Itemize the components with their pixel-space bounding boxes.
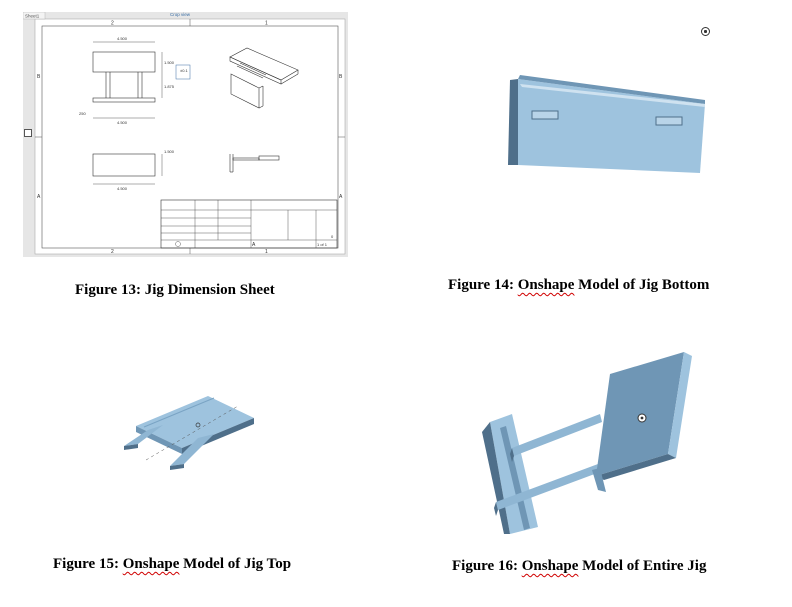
- caption-squiggle-word: Onshape: [521, 558, 579, 574]
- zone-row-a-left: A: [37, 194, 41, 200]
- figure-13-caption: Figure 13: Jig Dimension Sheet: [75, 282, 275, 299]
- dim-height-a: 1.500: [164, 60, 175, 65]
- figure-13-drawing: Sheet1 Crop view 2 1 2 1 B A B A: [22, 11, 348, 257]
- caption-rest: Model of Jig Bottom: [578, 277, 710, 293]
- caption-rest: Jig Dimension Sheet: [144, 282, 275, 298]
- dim-top-width: 4.500: [117, 36, 128, 41]
- zone-row-b-right: B: [339, 74, 343, 80]
- dim-bottom-width: 4.500: [117, 120, 128, 125]
- title-rev: 0: [331, 234, 334, 239]
- dim-height-b: 1.875: [164, 84, 175, 89]
- caption-rest: Model of Entire Jig: [582, 558, 707, 574]
- title-size: A: [252, 242, 256, 248]
- entire-jig-render: [482, 352, 692, 534]
- figure-15-caption: Figure 15: Onshape Model of Jig Top: [53, 556, 291, 573]
- figure-14-caption: Figure 14: Onshape Model of Jig Bottom: [448, 277, 709, 294]
- caption-squiggle-word: Onshape: [122, 556, 180, 572]
- dim-front-width: 4.500: [117, 186, 128, 191]
- title-sheet: 1 of 1: [317, 242, 328, 247]
- dim-tol-box: ±0.1: [180, 68, 189, 73]
- origin-marker-icon: [701, 27, 710, 36]
- caption-prefix: Figure 16:: [452, 558, 518, 574]
- figure-16-model: [470, 352, 700, 534]
- zone-col-1-bottom: 1: [265, 249, 268, 255]
- crop-view-label[interactable]: Crop view: [170, 12, 191, 17]
- zone-col-1-top: 1: [265, 21, 268, 27]
- figure-15-model: [118, 390, 268, 480]
- jig-top-render: [124, 396, 254, 470]
- dim-front-height: 1.500: [164, 149, 175, 154]
- figure-14-model: [470, 15, 730, 185]
- sheet-tab[interactable]: Sheet1: [25, 14, 40, 19]
- zone-row-b-left: B: [37, 74, 41, 80]
- view-cube-icon[interactable]: [24, 129, 32, 137]
- jig-bottom-render: [508, 75, 705, 173]
- zone-col-2-top: 2: [111, 21, 114, 27]
- caption-rest: Model of Jig Top: [183, 556, 292, 572]
- figure-16-caption: Figure 16: Onshape Model of Entire Jig: [452, 558, 706, 575]
- origin-marker-icon: [195, 422, 201, 428]
- caption-squiggle-word: Onshape: [517, 277, 575, 293]
- caption-prefix: Figure 13:: [75, 282, 141, 298]
- drawing-sheet: Sheet1 Crop view 2 1 2 1 B A B A: [22, 11, 348, 257]
- caption-prefix: Figure 15:: [53, 556, 119, 572]
- zone-row-a-right: A: [339, 194, 343, 200]
- caption-prefix: Figure 14:: [448, 277, 514, 293]
- dim-side: 250: [79, 111, 86, 116]
- zone-col-2-bottom: 2: [111, 249, 114, 255]
